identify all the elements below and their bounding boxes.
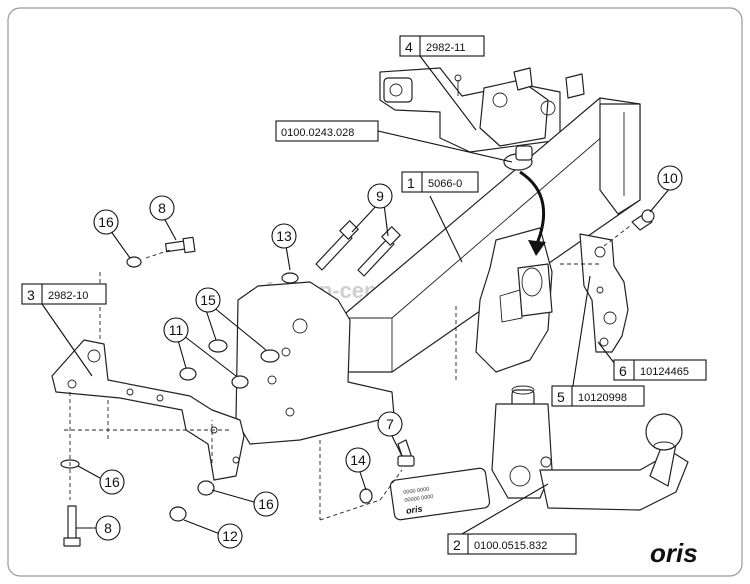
callout-1-num: 1 — [407, 175, 415, 191]
bubble-7-label: 7 — [386, 416, 394, 432]
bubble-12-label: 12 — [222, 528, 238, 544]
bubble-16-top-label: 16 — [98, 214, 114, 230]
bubble-16-left-label: 16 — [104, 474, 120, 490]
bubble-16-left: 16 — [99, 469, 125, 495]
bubble-10-label: 10 — [662, 170, 678, 186]
callout-5-num: 5 — [557, 389, 565, 405]
callout-3-code: 2982-10 — [48, 290, 88, 302]
bubble-16-mid: 16 — [253, 491, 279, 517]
callout-1-code: 5066-0 — [428, 178, 462, 190]
bubble-13-label: 13 — [276, 228, 292, 244]
plate-line1: 0000 0000 — [403, 486, 430, 496]
assembly-arrow-head — [528, 240, 546, 256]
callout-5: 5 10120998 — [551, 385, 645, 407]
bubble-16-mid-label: 16 — [258, 496, 274, 512]
callout-4-num: 4 — [405, 39, 413, 55]
callout-2: 2 0100.0515.832 — [447, 533, 577, 555]
crossbar-1 — [339, 97, 641, 373]
assembly-arrow — [519, 170, 546, 247]
mounting-bracket-4 — [379, 67, 585, 153]
callout-6-code: 10124465 — [640, 366, 689, 378]
left-side-plate — [235, 281, 395, 445]
plate-brand: oris — [405, 504, 423, 516]
bubble-13: 13 — [271, 223, 297, 249]
bubble-14-label: 14 — [350, 452, 366, 468]
callout-2-code: 0100.0515.832 — [474, 540, 547, 552]
bubble-15-label: 15 — [200, 292, 216, 308]
callout-0100-0243-028: 0100.0243.028 — [275, 120, 379, 142]
callout-3: 3 2982-10 — [21, 283, 107, 305]
hardware — [60, 145, 655, 547]
tow-ball-neck-2 — [491, 385, 689, 511]
assembly-lines — [64, 225, 631, 521]
leader-lines — [41, 55, 671, 535]
bubble-9-label: 9 — [376, 188, 384, 204]
bubble-15: 15 — [195, 287, 221, 313]
callout-2-num: 2 — [453, 537, 461, 553]
bubble-7: 7 — [377, 411, 403, 437]
side-plate-6 — [579, 233, 629, 353]
diagram-frame — [7, 7, 743, 577]
bubble-8-bottom-label: 8 — [104, 520, 112, 536]
callout-0243-code: 0100.0243.028 — [281, 127, 354, 139]
bubble-8-top-label: 8 — [158, 200, 166, 216]
callout-4-code: 2982-11 — [426, 42, 466, 54]
center-receiver — [475, 227, 553, 373]
bubble-12: 12 — [217, 523, 243, 549]
mounting-bracket-3 — [51, 339, 245, 481]
bubble-14: 14 — [345, 447, 371, 473]
callout-1: 1 5066-0 — [401, 171, 479, 193]
callout-4: 4 2982-11 — [399, 35, 485, 57]
identification-plate: 0000 0000 00000 0000 oris — [389, 467, 491, 521]
bubble-9: 9 — [367, 183, 393, 209]
callout-6: 6 10124465 — [613, 359, 707, 381]
callout-5-code: 10120998 — [578, 392, 627, 404]
bubble-11: 11 — [163, 317, 189, 343]
bubble-10: 10 — [657, 165, 683, 191]
callout-3-num: 3 — [27, 287, 35, 303]
plate-line2: 00000 0000 — [404, 494, 434, 504]
bubble-8-top: 8 — [149, 195, 175, 221]
bubble-8-bottom: 8 — [95, 515, 121, 541]
bubble-11-label: 11 — [169, 322, 184, 338]
brand-logo: oris — [650, 538, 698, 568]
callout-6-num: 6 — [619, 363, 627, 379]
bubble-16-top: 16 — [93, 209, 119, 235]
